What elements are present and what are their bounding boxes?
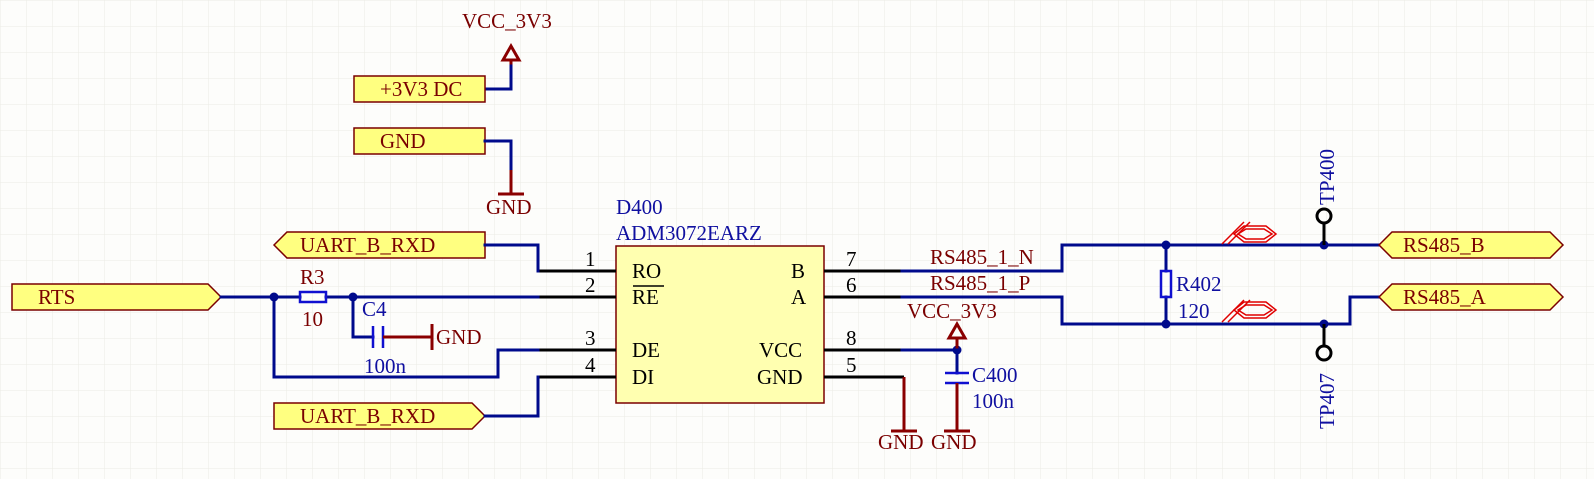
vcc-mid-label: VCC_3V3 bbox=[907, 299, 997, 323]
port-uart-rxd-top[interactable]: UART_B_RXD bbox=[272, 231, 486, 259]
pin-name-di: DI bbox=[632, 365, 654, 389]
gnd-top-symbol[interactable]: GND bbox=[486, 170, 532, 219]
port-rs485-a[interactable]: RS485_A bbox=[1377, 283, 1565, 311]
testpoint-tp400[interactable]: TP400 bbox=[1315, 149, 1339, 245]
tp407-ref: TP407 bbox=[1315, 373, 1339, 429]
gnd-c4-symbol[interactable]: GND bbox=[430, 324, 482, 350]
r3-ref: R3 bbox=[300, 265, 325, 289]
resistor-r402[interactable]: R402 120 bbox=[1159, 269, 1222, 323]
gnd-ic-symbol[interactable]: GND bbox=[878, 429, 924, 454]
gnd-c400-symbol[interactable]: GND bbox=[931, 429, 977, 454]
capacitor-c400[interactable]: C400 100n bbox=[945, 363, 1018, 413]
pin-num-4: 4 bbox=[585, 353, 596, 377]
pin-num-5: 5 bbox=[846, 353, 857, 377]
pin-num-6: 6 bbox=[846, 273, 857, 297]
ic-designator: D400 bbox=[616, 195, 663, 219]
port-3v3-dc-label: +3V3 DC bbox=[380, 77, 462, 101]
port-3v3-dc[interactable]: +3V3 DC bbox=[353, 75, 486, 103]
diff-pair-marker-p bbox=[1221, 299, 1278, 323]
pin-num-7: 7 bbox=[846, 247, 857, 271]
vcc-top-symbol[interactable]: VCC_3V3 bbox=[462, 9, 552, 66]
r402-ref: R402 bbox=[1176, 272, 1222, 296]
pin-name-gnd: GND bbox=[757, 365, 803, 389]
gnd-top-label: GND bbox=[486, 195, 532, 219]
gnd-c400-label: GND bbox=[931, 430, 977, 454]
diff-pair-marker-n bbox=[1221, 221, 1278, 245]
port-gnd[interactable]: GND bbox=[353, 127, 486, 155]
port-gnd-label: GND bbox=[380, 129, 426, 153]
port-rs485-b-label: RS485_B bbox=[1403, 233, 1485, 257]
port-rs485-a-label: RS485_A bbox=[1403, 285, 1487, 309]
port-uart-rxd-bottom-label: UART_B_RXD bbox=[300, 404, 435, 428]
pin-name-b: B bbox=[791, 259, 805, 283]
resistor-r3[interactable]: R3 10 bbox=[298, 265, 328, 331]
pin-num-1: 1 bbox=[585, 247, 596, 271]
pin-name-ro: RO bbox=[632, 259, 661, 283]
port-rts[interactable]: RTS bbox=[11, 283, 223, 311]
gnd-c4-label: GND bbox=[436, 325, 482, 349]
ic-part-number: ADM3072EARZ bbox=[616, 221, 762, 245]
capacitor-c4[interactable]: C4 100n bbox=[362, 297, 407, 378]
pin-name-a: A bbox=[791, 285, 807, 309]
port-rts-label: RTS bbox=[38, 285, 75, 309]
pin-name-re: RE bbox=[632, 285, 659, 309]
r402-value: 120 bbox=[1178, 299, 1210, 323]
vcc-top-label: VCC_3V3 bbox=[462, 9, 552, 33]
c4-value: 100n bbox=[364, 354, 407, 378]
c400-ref: C400 bbox=[972, 363, 1018, 387]
gnd-ic-label: GND bbox=[878, 430, 924, 454]
pin-num-3: 3 bbox=[585, 326, 596, 350]
r3-value: 10 bbox=[302, 307, 323, 331]
tp400-ref: TP400 bbox=[1315, 149, 1339, 205]
net-rs485-p-label: RS485_1_P bbox=[930, 271, 1030, 295]
vcc-mid-symbol[interactable]: VCC_3V3 bbox=[907, 299, 997, 350]
pin-name-vcc: VCC bbox=[759, 338, 802, 362]
pin-num-8: 8 bbox=[846, 326, 857, 350]
port-uart-rxd-top-label: UART_B_RXD bbox=[300, 233, 435, 257]
pin-name-de: DE bbox=[632, 338, 660, 362]
port-rs485-b[interactable]: RS485_B bbox=[1377, 231, 1565, 259]
net-rs485-n-label: RS485_1_N bbox=[930, 245, 1034, 269]
pin-num-2: 2 bbox=[585, 273, 596, 297]
c4-ref: C4 bbox=[362, 297, 387, 321]
c400-value: 100n bbox=[972, 389, 1015, 413]
ic-body[interactable] bbox=[615, 245, 825, 404]
port-uart-rxd-bottom[interactable]: UART_B_RXD bbox=[273, 402, 487, 430]
testpoint-tp407[interactable]: TP407 bbox=[1315, 324, 1339, 429]
